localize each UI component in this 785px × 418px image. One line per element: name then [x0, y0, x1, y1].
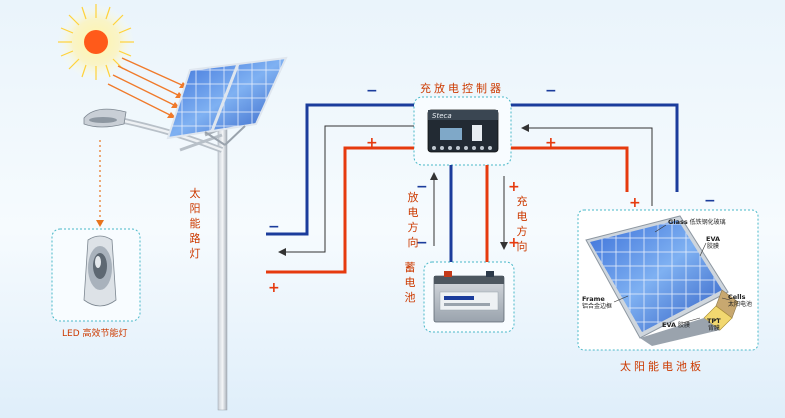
battery-inset	[423, 261, 515, 333]
wire-panel-to-controller-positive	[511, 146, 629, 192]
sign-charge-bottom: +	[508, 235, 520, 251]
sign-panel-positive: +	[629, 195, 641, 211]
panel-inset	[577, 209, 759, 351]
sign-discharge-top: −	[416, 179, 428, 195]
panel-tag-eva-bottom: EVA 胶膜	[662, 321, 690, 330]
wire-panel-signal	[521, 124, 653, 206]
lamp-pointer	[96, 140, 104, 227]
wire-panel-to-controller-negative	[511, 103, 679, 192]
controller-inset	[413, 96, 512, 166]
led-lamp-inset	[51, 228, 141, 322]
wire-controller-to-lamp-negative	[266, 103, 414, 236]
panel-tag-glass: Glass 低铁钢化玻璃	[668, 218, 726, 227]
battery-label: 蓄电池	[404, 261, 416, 304]
panel-part-pointers	[613, 224, 731, 324]
pole-solar-panel-icon	[166, 56, 288, 146]
wire-controller-to-lamp-positive	[266, 146, 414, 274]
charge-direction-label: 充电方向	[516, 195, 528, 253]
panel-label: 太阳能电池板	[620, 360, 704, 373]
sign-controller-right-positive: +	[545, 135, 557, 151]
sign-controller-right-negative: −	[545, 83, 557, 99]
discharge-direction-label: 放电方向	[407, 191, 419, 249]
sign-lamp-negative: −	[268, 219, 280, 235]
wire-lamp-signal	[278, 125, 414, 256]
sun-icon	[58, 4, 134, 80]
charge-arrow	[500, 176, 508, 250]
sign-lamp-positive: +	[268, 280, 280, 296]
controller-label: 充放电控制器	[420, 82, 504, 95]
sunlight-rays	[107, 57, 188, 118]
sign-panel-negative: −	[704, 193, 716, 209]
discharge-arrow	[430, 172, 438, 246]
street-light-label: 太阳能路灯	[189, 187, 201, 260]
controller-brand: Steca	[432, 112, 452, 120]
sign-controller-left-positive: +	[366, 135, 378, 151]
lamp-head-icon	[83, 108, 127, 128]
led-lamp-label: LED 高效节能灯	[62, 329, 128, 339]
sign-charge-top: +	[508, 179, 520, 195]
sign-controller-left-negative: −	[366, 83, 378, 99]
sign-discharge-bottom: −	[416, 235, 428, 251]
